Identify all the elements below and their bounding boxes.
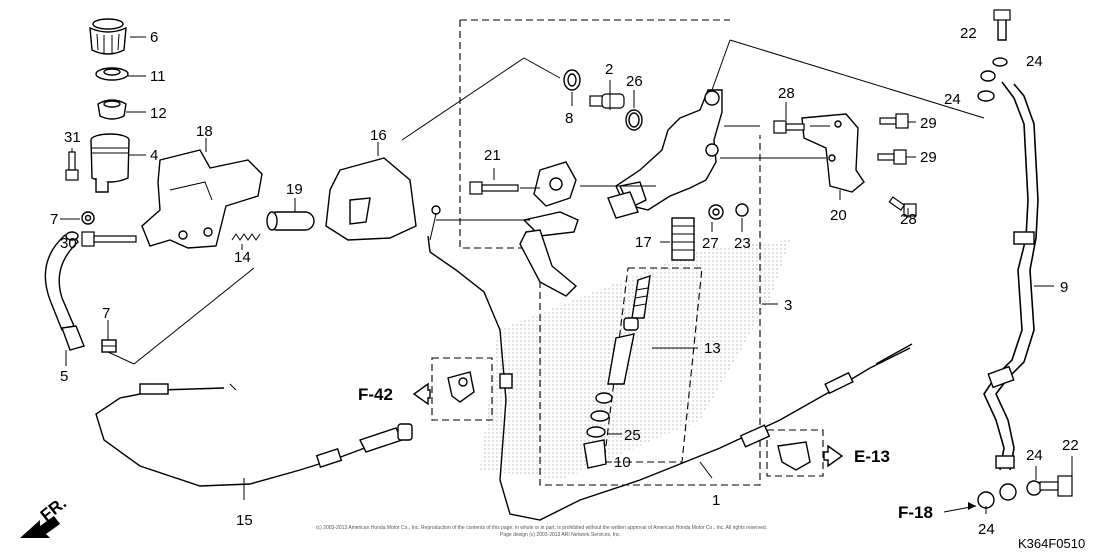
callout-18: 18 (196, 123, 213, 140)
cover-16 (325, 157, 417, 241)
callout-labels: 1 2 3 4 5 6 7 7 8 9 10 11 12 13 14 15 16… (50, 25, 1079, 538)
clutch-lever-parts (519, 161, 639, 297)
callout-20: 20 (830, 207, 847, 224)
callout-19: 19 (286, 181, 303, 198)
callout-29a: 29 (920, 115, 937, 132)
callout-8: 8 (565, 110, 573, 127)
spring-14 (231, 233, 261, 241)
ref-label-f42[interactable]: F-42 (358, 385, 393, 404)
arrow-f42 (412, 382, 431, 406)
front-arrow-icon (20, 516, 60, 538)
callout-24d: 24 (978, 521, 995, 538)
callout-25: 25 (624, 427, 641, 444)
callout-28b: 28 (900, 211, 917, 228)
callout-24a: 24 (1026, 53, 1043, 70)
callout-10: 10 (614, 454, 631, 471)
leader-lines-center (436, 39, 985, 463)
bolt-31 (65, 151, 79, 181)
hose-5 (44, 231, 85, 351)
bracket-18 (141, 149, 263, 249)
callout-22b: 22 (1062, 437, 1079, 454)
callout-5: 5 (60, 368, 68, 385)
callout-28a: 28 (778, 85, 795, 102)
callout-21: 21 (484, 147, 501, 164)
ref-label-e13[interactable]: E-13 (854, 447, 890, 466)
bolt-28-lower (888, 196, 917, 217)
callout-17: 17 (635, 234, 652, 251)
callout-13: 13 (704, 340, 721, 357)
diagram-code: K364F0510 (1018, 536, 1085, 551)
callout-3: 3 (784, 297, 792, 314)
collar-19 (266, 211, 315, 231)
bolt-30 (81, 231, 137, 247)
cable-1 (427, 205, 913, 521)
stipple-area (480, 240, 790, 480)
leader-lines-left (60, 36, 561, 366)
spring-17 (671, 217, 695, 261)
callout-11: 11 (150, 68, 166, 85)
circlip-8 (563, 69, 581, 91)
arrow-e13 (823, 444, 844, 468)
callout-27: 27 (702, 235, 719, 252)
callout-1: 1 (712, 492, 720, 509)
front-label: FR. (37, 493, 70, 525)
ref-box-f42[interactable] (431, 357, 493, 421)
clip-7-upper (81, 211, 95, 225)
clip-7-lower (101, 339, 117, 353)
diaphragm-12 (97, 99, 127, 120)
reservoir-cap-6 (89, 18, 127, 55)
callout-26: 26 (626, 73, 643, 90)
callout-12: 12 (150, 105, 167, 122)
nut-27 (708, 204, 724, 220)
callout-24b: 24 (944, 91, 961, 108)
hose-9 (977, 9, 1073, 514)
o-ring-26 (625, 109, 643, 131)
callout-29b: 29 (920, 149, 937, 166)
pivot-bolt-2 (589, 93, 625, 109)
callout-31: 31 (64, 129, 81, 146)
ref-box-e13[interactable] (766, 429, 824, 477)
master-cylinder (615, 89, 723, 211)
cable-15 (95, 383, 413, 500)
copyright-line-2: Page design (c) 2003-2013 ARI Network Se… (500, 532, 621, 538)
callout-6: 6 (150, 29, 158, 46)
piston-kit-13 (583, 274, 651, 469)
callout-2: 2 (605, 61, 613, 78)
callout-30: 30 (60, 235, 77, 252)
callout-23: 23 (734, 235, 751, 252)
arrow-f18 (943, 502, 977, 513)
copyright-line-1: (c) 2003-2013 American Honda Motor Co., … (316, 525, 767, 531)
callout-9: 9 (1060, 279, 1068, 296)
callout-7a: 7 (50, 211, 58, 228)
callout-16: 16 (370, 127, 387, 144)
ref-label-f18[interactable]: F-18 (898, 503, 933, 522)
callout-24c: 24 (1026, 447, 1043, 464)
bolt-29-lower (877, 149, 907, 165)
bolt-21 (469, 181, 519, 195)
reservoir-4 (90, 133, 130, 193)
callout-15: 15 (236, 512, 253, 529)
nut-23 (735, 203, 749, 217)
bracket-20 (801, 113, 865, 193)
plate-11 (95, 67, 129, 81)
callout-22a: 22 (960, 25, 977, 42)
callout-7b: 7 (102, 305, 110, 322)
bolt-29-upper (879, 113, 909, 129)
callout-14: 14 (234, 249, 251, 266)
callout-4: 4 (150, 147, 158, 164)
bolt-28-upper (773, 120, 805, 134)
